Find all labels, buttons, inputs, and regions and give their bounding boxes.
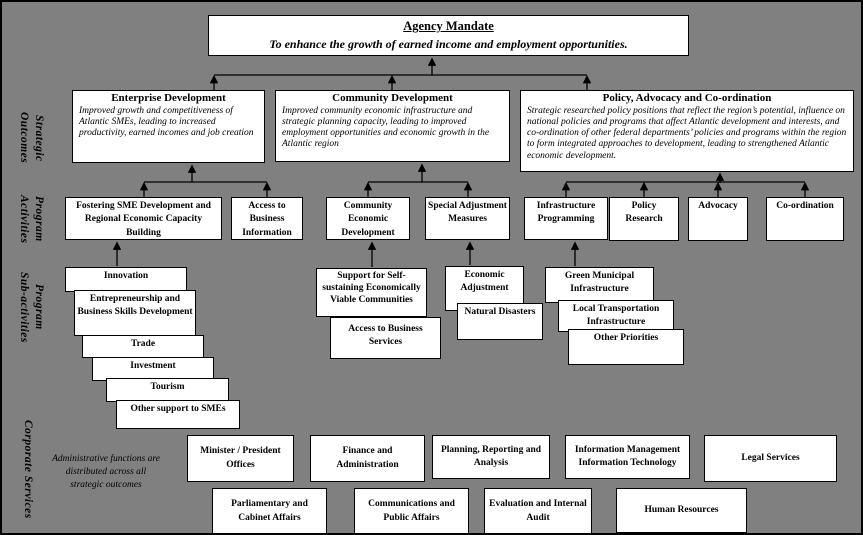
corp-evaluation-internal-audit: Evaluation and Internal Audit [484,488,592,533]
side-label-corporate-services: Corporate Services [20,412,35,527]
outcome-community-development: Community Development Improved community… [275,90,510,162]
sub-local-transportation-infrastructure: Local Transportation Infrastructure [558,300,674,332]
label-line: Program [32,284,45,330]
side-label-program-sub-activities: Program Sub-activities [16,258,46,356]
outcome-body: Improved community economic infrastructu… [282,105,490,150]
sub-investment: Investment [92,357,214,381]
activity-infrastructure-programming: Infrastructure Programming [524,197,608,240]
corp-minister-president-offices: Minister / President Offices [187,435,294,482]
corp-legal-services: Legal Services [704,435,837,482]
sub-support-self-sustaining-communities: Support for Self-sustaining Economically… [316,268,427,317]
activity-access-to-business-information: Access to Business Information [231,197,303,240]
side-label-strategic-outcomes: Strategic Outcomes [16,98,46,178]
mandate-subtitle: To enhance the growth of earned income a… [269,36,628,51]
corp-communications-public-affairs: Communications and Public Affairs [354,488,469,533]
activity-community-economic-development: Community Economic Development [326,197,410,240]
outcome-enterprise-development: Enterprise Development Improved growth a… [72,90,265,163]
sub-other-priorities: Other Priorities [568,329,684,365]
activity-special-adjustment-measures: Special Adjustment Measures [425,197,510,240]
label-line: Outcomes [17,112,30,164]
label-line: Activities [17,194,30,244]
agency-mandate-box: Agency Mandate To enhance the growth of … [208,15,689,56]
label-line: Program [32,196,45,242]
label-line: Corporate Services [21,420,34,519]
sub-tourism: Tourism [106,378,229,402]
sub-access-to-business-services: Access to Business Services [330,317,441,359]
side-label-program-activities: Program Activities [16,183,46,255]
outcome-body: Strategic researched policy positions th… [527,105,847,161]
mandate-title: Agency Mandate [403,19,494,34]
sub-green-municipal-infrastructure: Green Municipal Infrastructure [545,267,654,303]
label-line: Sub-activities [17,271,30,343]
sub-innovation: Innovation [65,267,187,292]
outcome-title: Policy, Advocacy and Co-ordination [602,92,772,104]
activity-advocacy: Advocacy [688,197,748,241]
corp-information-management-technology: Information Management Information Techn… [565,435,690,479]
activity-co-ordination: Co-ordination [766,197,844,241]
outcome-body: Improved growth and competitiveness of A… [79,105,254,139]
corp-finance-and-administration: Finance and Administration [310,435,425,482]
sub-trade: Trade [82,335,204,358]
corp-parliamentary-cabinet-affairs: Parliamentary and Cabinet Affairs [212,488,327,533]
outcome-title: Enterprise Development [111,92,226,104]
label-line: Strategic [32,114,45,162]
corporate-services-note: Administrative functions are distributed… [52,454,160,490]
activity-policy-research: Policy Research [609,197,679,241]
corp-planning-reporting-analysis: Planning, Reporting and Analysis [432,435,550,479]
sub-other-support-to-smes: Other support to SMEs [116,400,240,429]
sub-natural-disasters: Natural Disasters [457,303,543,340]
sub-entrepreneurship-business-skills: Entrepreneurship and Business Skills Dev… [74,290,196,336]
outcome-policy-advocacy-coordination: Policy, Advocacy and Co-ordination Strat… [520,90,854,172]
outcome-title: Community Development [332,92,453,104]
corp-human-resources: Human Resources [616,488,747,533]
activity-fostering-sme-development: Fostering SME Development and Regional E… [65,197,222,240]
